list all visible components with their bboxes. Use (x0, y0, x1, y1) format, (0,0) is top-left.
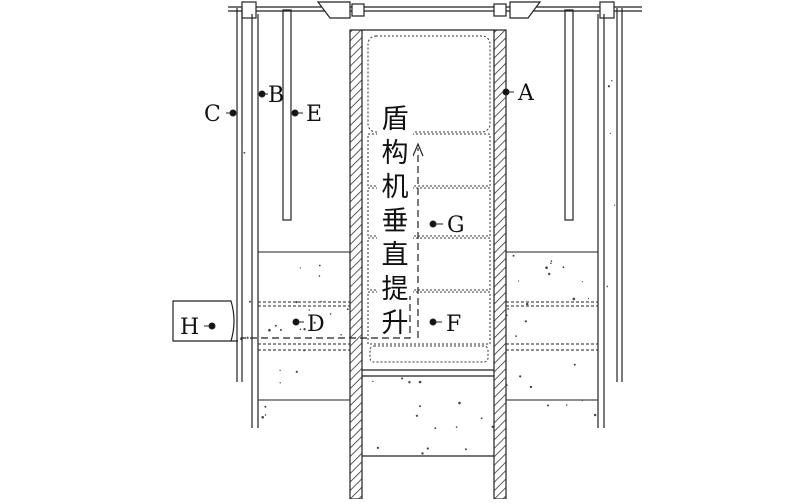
speckle (264, 405, 267, 408)
speckle (480, 417, 483, 420)
outer-walls (236, 8, 623, 382)
label-g: G (447, 213, 465, 238)
speckle (565, 404, 568, 406)
speckle (303, 350, 305, 352)
labels: A B C E G D F H (180, 81, 535, 340)
speckle (246, 336, 249, 339)
lift-arrow (412, 142, 424, 338)
speckle (426, 447, 429, 450)
speckle (329, 313, 332, 315)
speckle (550, 262, 552, 265)
speckle (491, 425, 494, 428)
speckle (581, 281, 584, 283)
label-f: F (446, 312, 461, 337)
speckle (320, 300, 322, 303)
caption-char: 构 (382, 138, 409, 169)
speckle (614, 204, 616, 206)
caption-char: 机 (382, 172, 409, 203)
top-frame (228, 1, 642, 19)
speckle (279, 382, 281, 384)
speckle (268, 328, 271, 332)
speckle (455, 426, 458, 428)
speckle (295, 370, 298, 373)
speckle (299, 328, 302, 331)
secondary-walls (251, 14, 605, 428)
speckle (313, 321, 316, 324)
speckle (572, 297, 576, 301)
short-piles (282, 9, 574, 221)
speckle (419, 405, 421, 408)
label-e: E (306, 102, 322, 127)
speckle (372, 380, 374, 383)
shield-machine (367, 35, 491, 363)
caption-char: 提 (382, 274, 409, 305)
speckle (581, 399, 584, 402)
soil-layers (258, 251, 598, 401)
speckle (421, 452, 424, 455)
speckle (249, 300, 251, 303)
label-d: D (307, 312, 325, 337)
caption-char: 盾 (382, 104, 409, 135)
speckle (573, 363, 576, 366)
speckle (518, 280, 520, 282)
caption-char: 直 (382, 240, 409, 271)
speckle (243, 151, 246, 154)
speckle (545, 266, 548, 270)
speckle (279, 329, 282, 331)
label-h: H (180, 315, 199, 340)
speckle (434, 427, 437, 430)
label-a: A (517, 81, 535, 106)
caption-char: 升 (382, 308, 409, 339)
speckle (415, 414, 418, 417)
speckle (346, 308, 349, 311)
speckle (299, 267, 301, 269)
speckle (308, 309, 311, 311)
caption-char: 垂 (382, 206, 409, 237)
speckle (251, 256, 253, 258)
speckle (550, 260, 553, 263)
label-c: C (204, 102, 221, 127)
speckle (507, 308, 510, 310)
speckle (295, 301, 298, 304)
speckle (408, 381, 411, 384)
speckle (376, 446, 379, 449)
speckle (519, 375, 522, 378)
speckle (611, 80, 613, 82)
speckle (279, 369, 281, 371)
speckle (609, 132, 611, 134)
speckle (593, 413, 597, 417)
speckle (562, 266, 565, 269)
speckle (548, 272, 551, 276)
speckle (458, 401, 461, 405)
speckle (529, 385, 533, 389)
speckle (524, 320, 527, 323)
speckle (607, 85, 611, 88)
speckle (318, 264, 321, 267)
speckle (274, 324, 277, 327)
speckle (261, 416, 265, 419)
label-b: B (268, 83, 284, 108)
speckle (340, 334, 342, 336)
speckle (587, 297, 590, 300)
concrete-speckles (243, 80, 616, 455)
shaft-walls (349, 29, 507, 500)
speckle (515, 335, 517, 337)
vertical-caption: 盾 构 机 垂 直 提 升 (377, 102, 413, 340)
speckle (418, 380, 422, 384)
shaft-inner-lines (362, 29, 494, 457)
speckle (526, 302, 529, 306)
label-markers (204, 88, 514, 330)
speckle (401, 377, 404, 380)
speckle (547, 404, 549, 407)
speckle (303, 328, 306, 331)
h-equipment (172, 296, 411, 342)
speckle (264, 414, 267, 416)
speckle (464, 448, 467, 451)
speckle (318, 275, 321, 277)
speckle (606, 285, 609, 288)
speckle (512, 254, 515, 257)
